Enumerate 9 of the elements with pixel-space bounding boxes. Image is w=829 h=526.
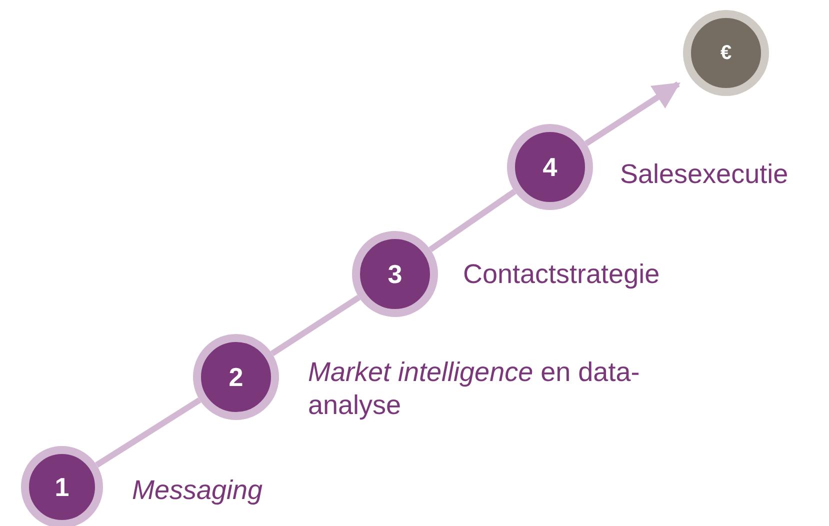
step-label: Contactstrategie — [463, 258, 661, 291]
step-number: 1 — [54, 470, 70, 504]
step-label: Messaging — [132, 474, 264, 507]
step-number: 3 — [388, 258, 402, 290]
euro-symbol: € — [720, 41, 732, 66]
step-label: Market intelligence en data-analyse — [308, 356, 641, 422]
step-number: 2 — [228, 360, 244, 394]
step-label: Salesexecutie — [620, 158, 790, 191]
step-number: 4 — [542, 150, 558, 184]
